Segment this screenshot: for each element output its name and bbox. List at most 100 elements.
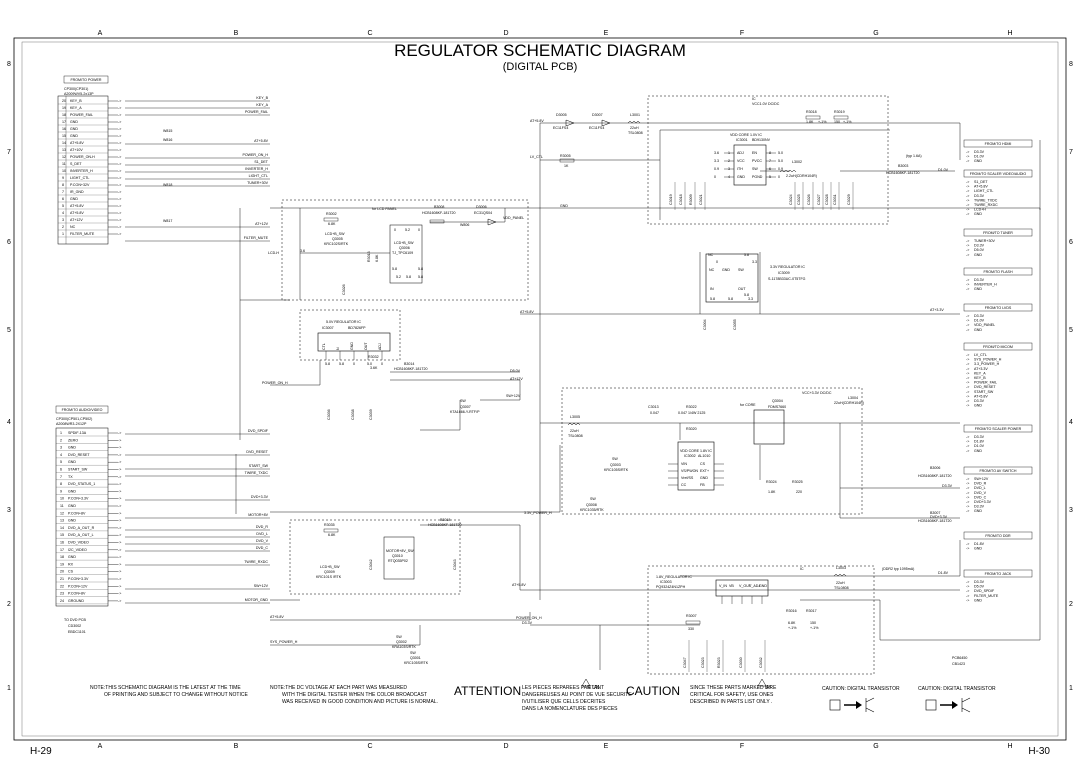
audio-pin-signal: DVD_RESET [68, 453, 90, 457]
reg18-pin: V_OUT [739, 584, 752, 588]
to-dvd-label: TO DVD PCB [64, 618, 87, 622]
right-conn-signal: D1.0V [974, 444, 985, 448]
audio-pin-arrow: -> [118, 489, 121, 493]
reg18-part2: PQ9324Z4N1ZPH [656, 585, 686, 589]
vcc-ic-pin-voltage: 3.6 [714, 151, 719, 155]
right-conn-arrow: -> [966, 399, 969, 403]
reg33-nc-top: NC [708, 253, 714, 257]
audio-pin-signal: GND [68, 519, 76, 523]
power-pin-num: 16 [62, 127, 66, 131]
right-conn-arrow: -> [966, 444, 969, 448]
core-ic-pin-right: FB [700, 483, 705, 487]
audio-pin-signal: RX [68, 562, 74, 566]
power-pin-num: 3 [62, 218, 64, 222]
caution-line2: CRITICAL FOR SAFETY, USE ONES [690, 692, 774, 698]
right-conn-arrow: -> [966, 185, 969, 189]
right-conn-signal: TUNER+30V [974, 239, 995, 243]
reg5-title: 5.0V REGULATOR IC [326, 320, 361, 324]
audio-pin-signal: SPDIF-13A [68, 431, 87, 435]
q3001-label: Q3001 [410, 656, 421, 660]
right-conn-arrow: -> [966, 486, 969, 490]
vcc-ic-pin-right: SW [752, 167, 758, 171]
power-pin-num: 6 [62, 197, 64, 201]
q3005-label: Q3005 [332, 237, 343, 241]
audio-pin-signal: GND [68, 446, 76, 450]
right-conn-arrow: -> [966, 253, 969, 257]
right-conn-signal: D5.0V [974, 585, 985, 589]
vcc-ic-pin-left: ITH [737, 167, 743, 171]
right-conn-arrow: -> [966, 385, 969, 389]
power-pin-signal: P.CON+32V [70, 183, 90, 187]
power-pin-arrow: -> [118, 155, 121, 159]
right-conn-arrow: -> [966, 367, 969, 371]
reg18-cap-label: R3023 [717, 657, 721, 668]
right-conn-signal: D1.0V [974, 319, 985, 323]
reg33-part2: S-1178B33UC-0T5TFG [768, 277, 806, 281]
q3006-part: TJ_TPC6109 [392, 251, 413, 255]
right-conn-signal: D1.8V [974, 542, 985, 546]
vcc-ic-title: IC [752, 97, 756, 101]
l3002-value: 2.2uH(CDRH104R) [786, 174, 817, 178]
audio-wire-label: MOTOR+8V [248, 513, 268, 517]
dtr-box-1 [829, 699, 841, 711]
right-conn-title: FROM/TO DDR [985, 534, 1011, 538]
audio-wire-label: DVD_R [256, 525, 269, 529]
power-wire-label: KEY_A [256, 103, 268, 107]
r3035-label: R3035 [324, 523, 335, 527]
vcc-ic-pin-voltage-r: 0.9 [778, 167, 783, 171]
l3005-value: 22uH [570, 429, 579, 433]
right-conn-title-box [963, 303, 1033, 312]
power-pin-num: 20 [62, 99, 66, 103]
power-conn-title-box [63, 75, 109, 84]
audio-pin-num: 23 [60, 592, 64, 596]
warning-triangle-1 [581, 678, 591, 687]
audio-wire-labels: DVD_SPDIFDVD_RESETSTART_SWTWIRE_TXDCDVD+… [125, 429, 270, 604]
vcc-dcdc-block: IC VCC1.0V DC/DC VDD CORE 1.0V IC IC3001… [647, 95, 949, 225]
right-conn-title-box [963, 342, 1033, 351]
right-conn-arrow: -> [966, 376, 969, 380]
power-wire-label: AT+5.8V [254, 139, 268, 143]
reg18-ic-label: IC [800, 567, 804, 571]
caution-label: CAUTION [626, 684, 680, 698]
power-pin-num: 5 [62, 204, 64, 208]
power-pin-signal: GND [70, 120, 78, 124]
grid-row-right: 7 [1069, 149, 1073, 156]
r3016-label: R3016 [786, 609, 797, 613]
right-conn-signal: D1.0V [974, 155, 985, 159]
reg5-pin-voltage: 0 [353, 362, 355, 366]
grid-row-left: 5 [7, 327, 11, 334]
audio-pin-signal: DVD_STATUS_1 [68, 482, 95, 486]
vcc-ic-pin-left: ADJ [737, 151, 744, 155]
dtr-npn-1 [865, 697, 875, 713]
right-conn-signal: AT+3.3V [974, 367, 988, 371]
core-d33: D3.3V [942, 484, 953, 488]
reg33-sw: SW [738, 268, 744, 272]
right-conn-title: FROM/TO SCALER POWER [975, 427, 1022, 431]
r3005-value: 1K [564, 164, 569, 168]
vcc-cap-label: C3029 [847, 194, 851, 205]
r3013-label: R3013 [367, 251, 371, 262]
power-pin-num: 9 [62, 176, 64, 180]
c3055-label: C3055 [733, 319, 737, 330]
vcc-ic-pin-right: PVCC [752, 159, 762, 163]
power-pin-signal: LIGHT_CTL [70, 176, 89, 180]
right-conn-arrow: -> [966, 198, 969, 202]
right-conn-signal: POWER_FAIL [974, 381, 997, 385]
right-conn-signal: GND [974, 212, 982, 216]
r3022-value: 0.047 1/4W 2125 [678, 411, 705, 415]
core-title: VCC+3.3V DC/DC [802, 391, 832, 395]
audio-pin-arrow: -> [118, 519, 121, 523]
dtr-arrowhead-2 [952, 701, 958, 709]
core-ic-pin-left: Vref/SS [681, 476, 694, 480]
grid-col-bottom: H [1007, 743, 1012, 750]
d1v-label: D1.0V [938, 168, 949, 172]
lcd-voltage: 0 [418, 228, 420, 232]
at58-bottom: AT+5.8V [270, 615, 284, 619]
power-pin-arrow: -> [118, 225, 121, 229]
reg33-gnd: GND [722, 268, 730, 272]
l3003-label: L3003 [836, 566, 846, 570]
